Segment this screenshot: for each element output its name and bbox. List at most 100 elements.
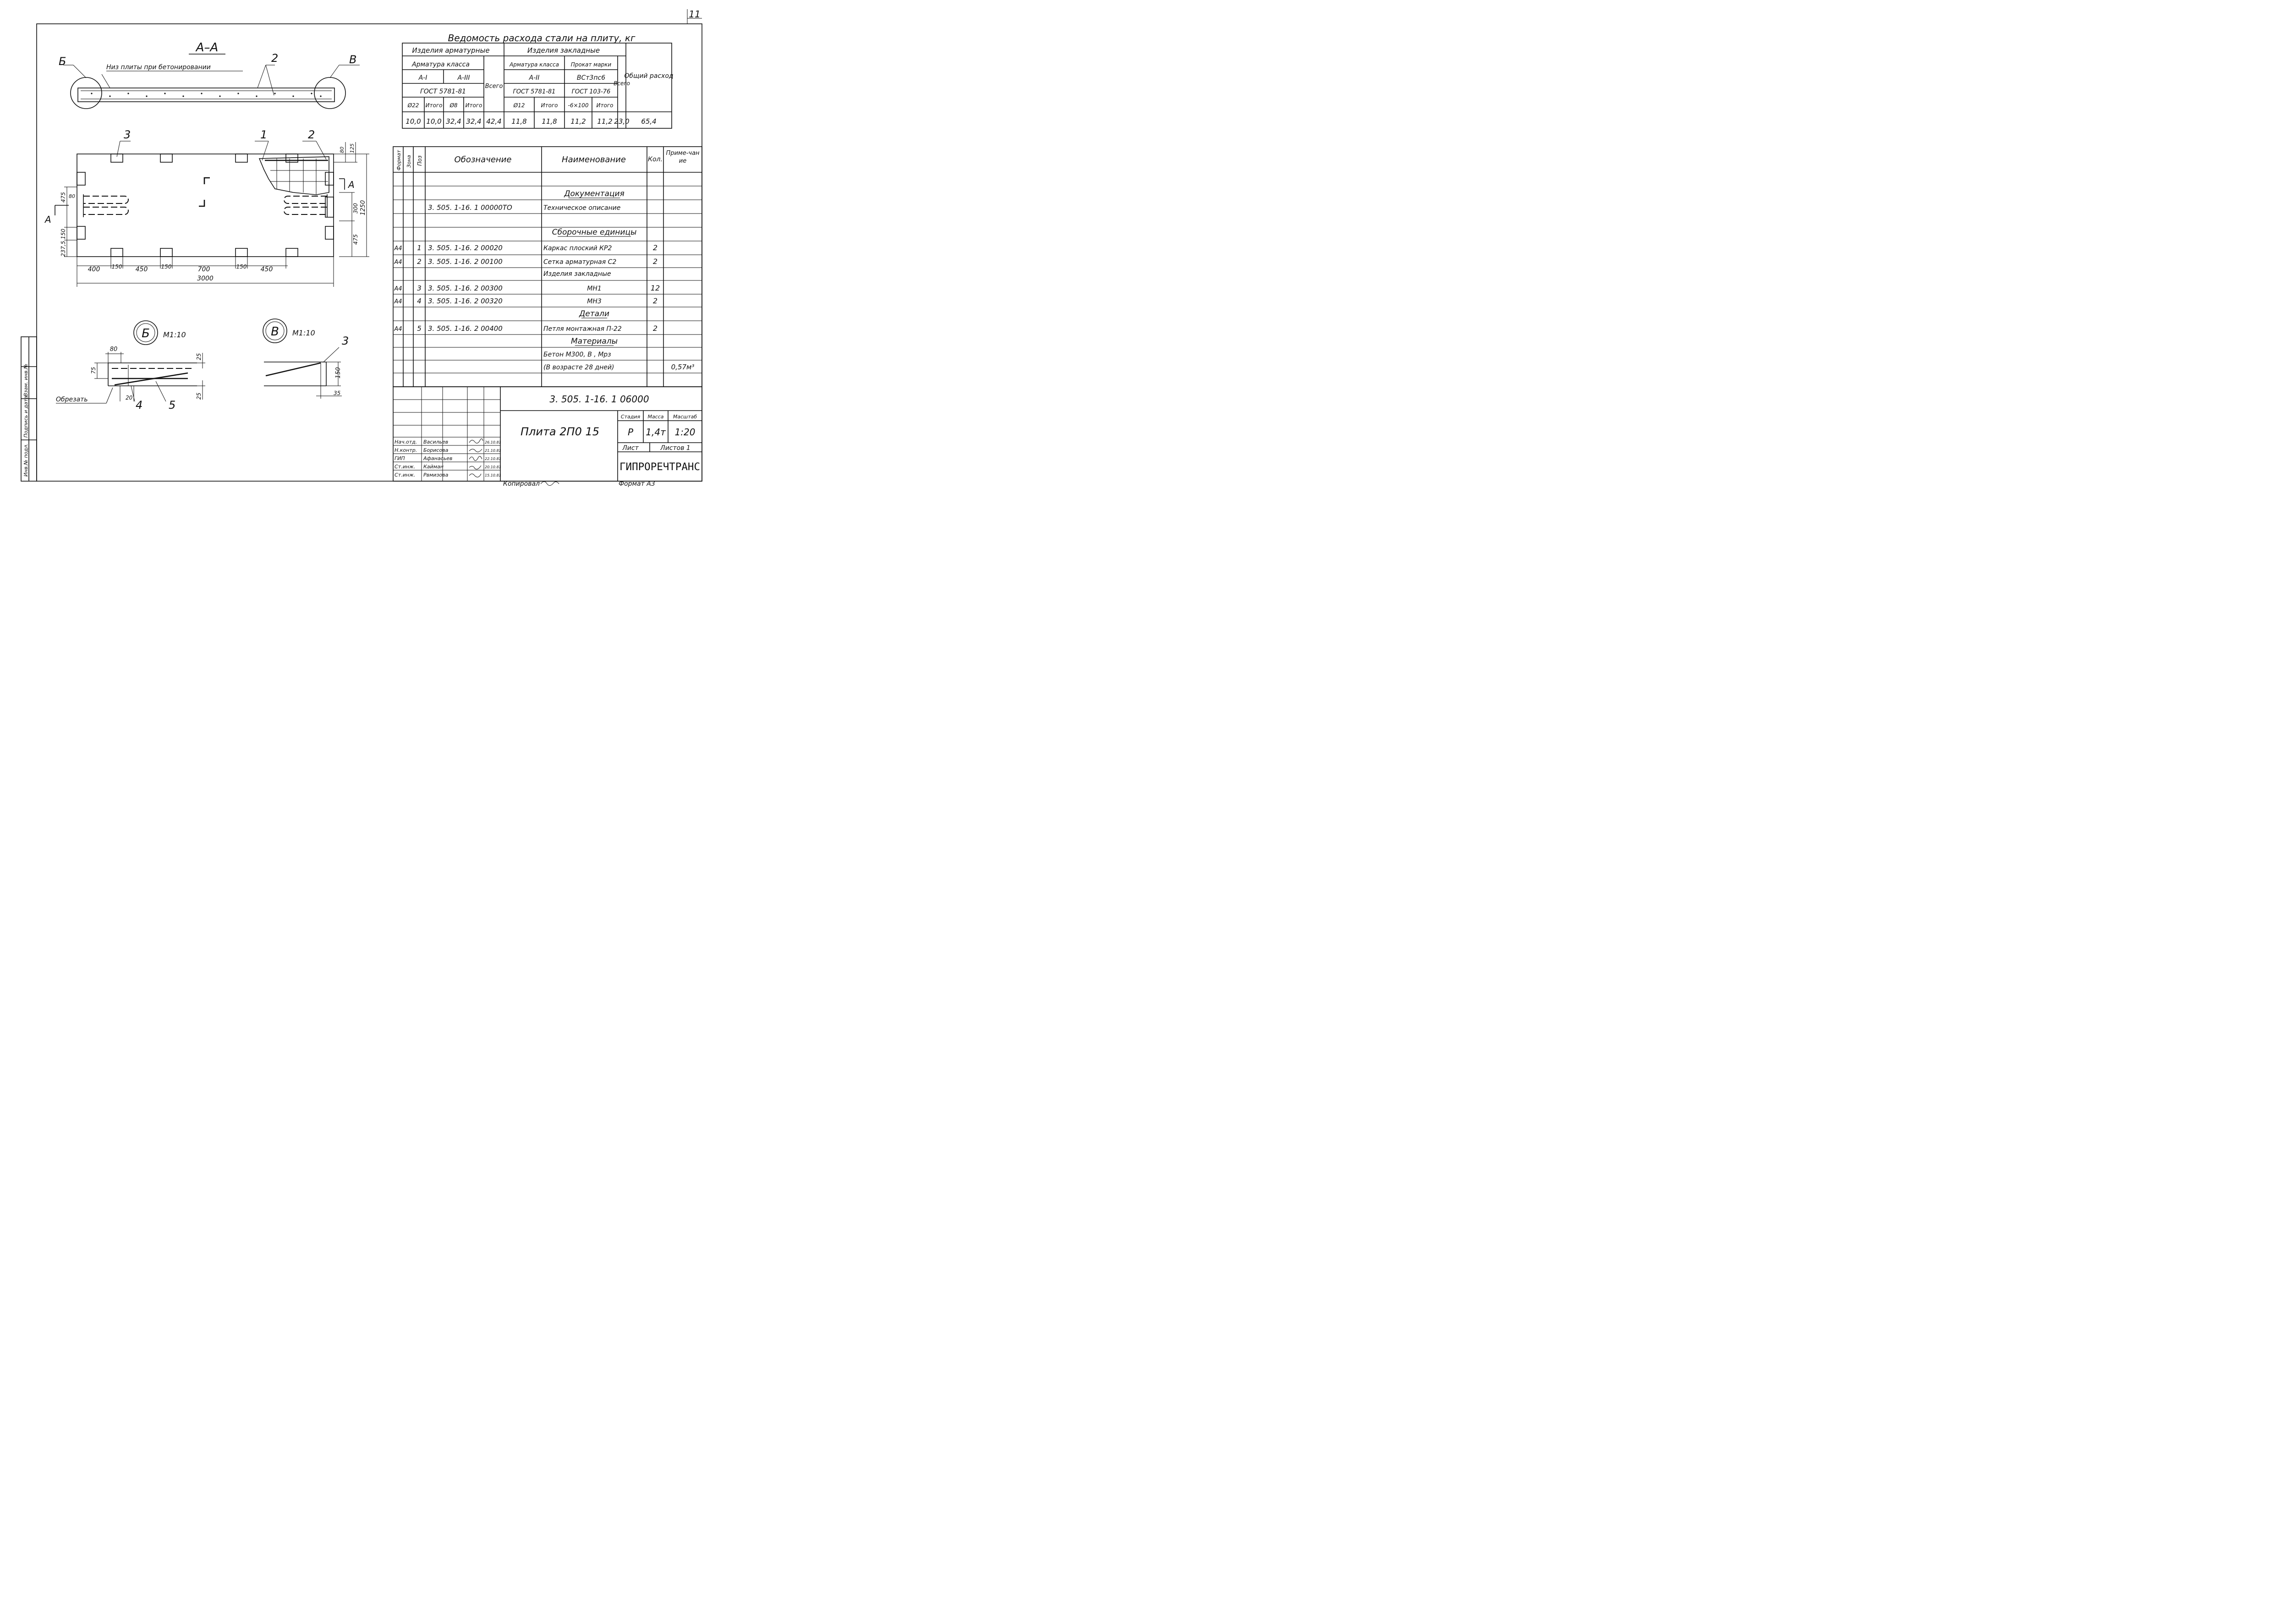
steel-sub-2: Ø8	[449, 102, 457, 109]
callout-circle-b	[70, 77, 102, 109]
spec-row-designation: 3. 505. 1-16. 1 00000ТО	[428, 203, 512, 212]
spec-row-section-heading: Детали	[579, 309, 609, 318]
steel-sub-3: Итого	[466, 102, 482, 109]
section-label-v: В	[349, 53, 356, 66]
sig-date-3: 20.10.81	[485, 465, 501, 469]
plan-right-dims: 300 475 1250 80 125	[334, 142, 369, 257]
sig-name-4: Рвмизова	[423, 472, 449, 478]
steel-val-8: 11,2	[597, 117, 612, 126]
spec-h-zone: Зона	[406, 155, 412, 168]
embedded-plates	[77, 154, 334, 257]
plan-overall-length: 3000	[197, 275, 214, 282]
plate-outline	[77, 154, 334, 257]
spec-row-pos: 2	[417, 258, 422, 266]
spec-row-pos: 3	[417, 284, 422, 292]
steel-sub-1: Итого	[426, 102, 443, 109]
spec-row-section-heading: Документация	[564, 189, 625, 198]
detail-b-pos-5: 5	[169, 399, 175, 411]
reinforcement-cutaway	[258, 156, 329, 195]
detail-b: Б М1:10 80 75 25 25 20 4 5 Обрезать	[56, 320, 205, 411]
sig-date-2: 22.10.81	[485, 457, 501, 461]
title-stage-label: Стадия	[621, 414, 641, 420]
stamp-signature-date: Подпись и дата	[23, 396, 29, 438]
steel-val-10: 65,4	[641, 117, 656, 126]
plan-left-dims: 475 150 237,5 80	[60, 187, 77, 257]
plan-dim-150c: 150	[236, 263, 247, 270]
section-pos-2: 2	[271, 52, 278, 65]
spec-row-name: Бетон М300, В , Мрз	[543, 351, 611, 358]
sig-role-3: Ст.инж.	[395, 464, 415, 470]
title-sheets-label: Листов 1	[660, 444, 691, 452]
steel-subheaders: Ø22 Итого Ø8 Итого Ø12 Итого -6×100 Итог…	[407, 102, 614, 109]
steel-val-7: 11,2	[570, 117, 586, 126]
plan-pos-1: 1	[260, 128, 267, 141]
spec-row-name: Каркас плоский КР2	[543, 245, 612, 252]
spec-row-qty: 2	[653, 296, 658, 305]
section-bottom-note: Низ плиты при бетонировании	[106, 64, 211, 71]
plan-view: 3 1 2 А А 400 150 450	[44, 128, 369, 287]
steel-val-3: 32,4	[466, 117, 481, 126]
section-bar-dots	[91, 93, 322, 97]
title-block: Нач.отд. Васильев 26.10.81 Н.контр. Бори…	[393, 386, 702, 482]
plan-dim-475-left: 475	[60, 192, 66, 203]
sig-date-4: 15.10.81	[485, 473, 501, 477]
detail-v-scale: М1:10	[292, 329, 315, 337]
spec-row-designation: 3. 505. 1-16. 2 00020	[428, 244, 503, 252]
spec-row-pos: 4	[417, 297, 422, 305]
steel-val-5: 11,8	[511, 117, 526, 126]
detail-v-dim-150: 150	[335, 367, 342, 379]
spec-row-qty: 2	[653, 243, 658, 252]
spec-table: Формат Зона Поз Обозначение Наименование…	[393, 146, 702, 387]
steel-gost-1: ГОСТ 5781-81	[420, 88, 466, 95]
title-doc-code: 3. 505. 1-16. 1 06000	[549, 394, 649, 405]
plan-dim-1250: 1250	[360, 200, 367, 215]
steel-sub-0: Ø22	[407, 102, 419, 109]
title-name: Плита 2П0 15	[521, 425, 599, 438]
spec-row-name: Петля монтажная П-22	[543, 325, 622, 333]
steel-h-class-2: Арматура класса	[509, 61, 559, 68]
spec-row-qty: 2	[653, 257, 658, 266]
sig-role-1: Н.контр.	[395, 447, 417, 453]
sig-role-2: ГИП	[395, 455, 405, 461]
plan-dim-150-left: 150	[60, 229, 66, 239]
sig-name-3: Кайман	[423, 464, 444, 470]
section-label-b: Б	[59, 55, 66, 68]
spec-row-name: Сетка арматурная С2	[543, 258, 616, 266]
footer-copied: Копировал	[503, 480, 540, 488]
detail-b-label: Б	[142, 327, 150, 340]
sig-name-0: Васильев	[423, 439, 448, 445]
spec-h-name: Наименование	[562, 155, 626, 165]
detail-b-dim-75: 75	[90, 367, 97, 374]
spec-row-pos: 1	[417, 244, 422, 252]
detail-b-dim-20: 20	[126, 395, 133, 401]
title-left-grid	[393, 387, 500, 481]
callout-circle-v	[314, 77, 346, 109]
steel-gost-3: ГОСТ 103-76	[572, 88, 611, 95]
spec-h-pos: Поз	[417, 155, 423, 166]
spec-row-format: А4	[394, 298, 402, 305]
spec-h-note: Приме-чание	[666, 150, 700, 165]
steel-sub-7: Итого	[597, 102, 614, 109]
lifting-loops	[83, 194, 328, 217]
plan-dim-475-right: 475	[352, 234, 359, 245]
spec-h-format: Формат	[396, 150, 402, 170]
detail-v: В М1:10 3 150 35	[263, 318, 349, 399]
side-stamp: Инв.№ подл. Подпись и дата Взам. инв.№	[21, 336, 37, 482]
plan-dim-300-right: 300	[352, 203, 359, 214]
plan-bottom-dims: 400 150 450 150 700 150 450 3000	[77, 257, 334, 287]
stamp-inv-podl: Инв.№ подл.	[23, 444, 29, 477]
title-mass-label: Масса	[647, 414, 663, 420]
steel-val-1: 10,0	[426, 117, 441, 126]
spec-row-pos: 5	[417, 324, 422, 333]
steel-h-rolled: Прокат марки	[571, 61, 612, 68]
copier-signature	[540, 481, 559, 486]
section-aa: А–А Б В Низ плиты при бетонировании 2	[59, 41, 360, 109]
plan-pos-3: 3	[124, 128, 131, 141]
sheet-number: 11	[689, 9, 700, 20]
spec-row-format: А4	[394, 259, 402, 266]
spec-h-qty: Кол.	[648, 156, 663, 163]
steel-val-4: 42,4	[486, 117, 501, 126]
sig-date-1: 21.10.81	[485, 449, 501, 453]
spec-row-designation: 3. 505. 1-16. 2 00320	[428, 297, 503, 305]
plan-section-mark-left: А	[44, 214, 51, 225]
